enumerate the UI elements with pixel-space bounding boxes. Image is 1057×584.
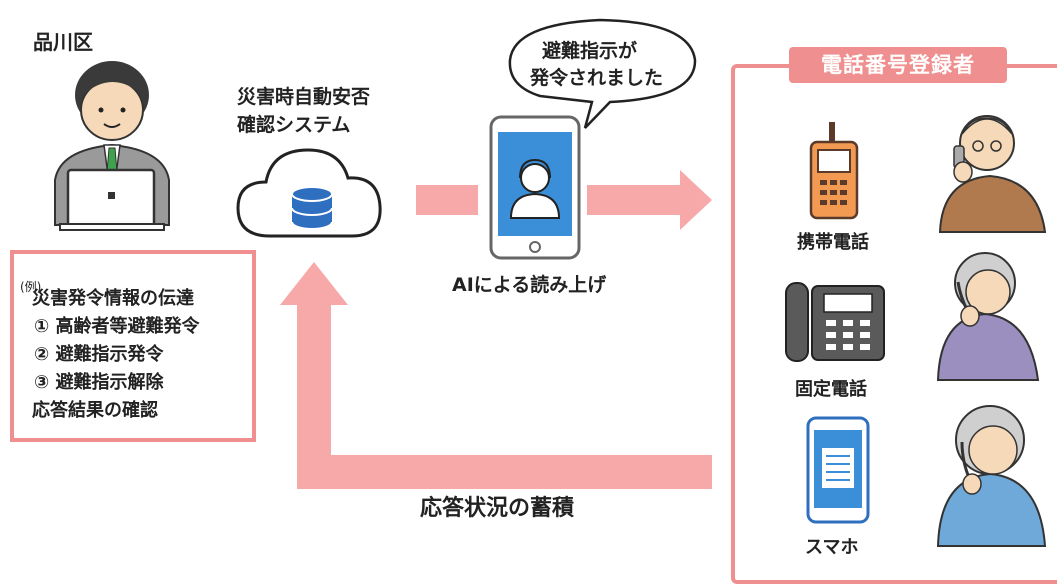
- registrants-title: 電話番号登録者: [789, 47, 1007, 83]
- ai-phone-icon: [489, 115, 581, 260]
- steps-footer: 応答結果の確認: [32, 400, 158, 421]
- device-label-mobile: 携帯電話: [797, 232, 869, 253]
- speech-bubble-line1: 避難指示が: [542, 40, 638, 62]
- speech-bubble: [508, 18, 697, 129]
- dissemination-steps-panel: (例) 災害発令情報の伝達 ① 高齢者等避難発令 ② 避難指示発令 ③ 避難指示…: [10, 250, 256, 442]
- example-tag: (例): [20, 280, 42, 294]
- feature-phone-icon: [809, 122, 859, 220]
- landline-phone-icon: [785, 282, 885, 362]
- device-label-landline: 固定電話: [795, 379, 867, 400]
- operator-illustration: [54, 61, 170, 231]
- elderly-woman-on-smartphone: [936, 405, 1047, 547]
- speech-bubble-line2: 発令されました: [530, 67, 664, 89]
- forward-arrow-left: [416, 185, 478, 215]
- elderly-woman-on-landline: [936, 252, 1040, 381]
- device-label-smartphone: スマホ: [805, 537, 859, 558]
- cloud-database-icon: [236, 148, 382, 238]
- system-label-line1: 災害時自動安否: [237, 86, 371, 108]
- elderly-man-on-phone: [938, 115, 1047, 233]
- feedback-arrow: [280, 262, 712, 489]
- system-label-line2: 確認システム: [237, 114, 351, 136]
- step-item-1: ① 高齢者等避難発令: [34, 316, 200, 337]
- step-item-2: ② 避難指示発令: [34, 344, 164, 365]
- step-item-3: ③ 避難指示解除: [34, 372, 164, 393]
- forward-arrow-right: [587, 170, 712, 230]
- smartphone-icon: [806, 416, 870, 524]
- diagram-canvas: [54, 18, 1047, 547]
- ai-reading-label: AIによる読み上げ: [452, 274, 607, 296]
- registrants-panel: [731, 64, 1057, 584]
- accumulation-label: 応答状況の蓄積: [420, 496, 575, 521]
- steps-heading: 災害発令情報の伝達: [32, 288, 194, 309]
- operator-label: 品川区: [33, 30, 93, 54]
